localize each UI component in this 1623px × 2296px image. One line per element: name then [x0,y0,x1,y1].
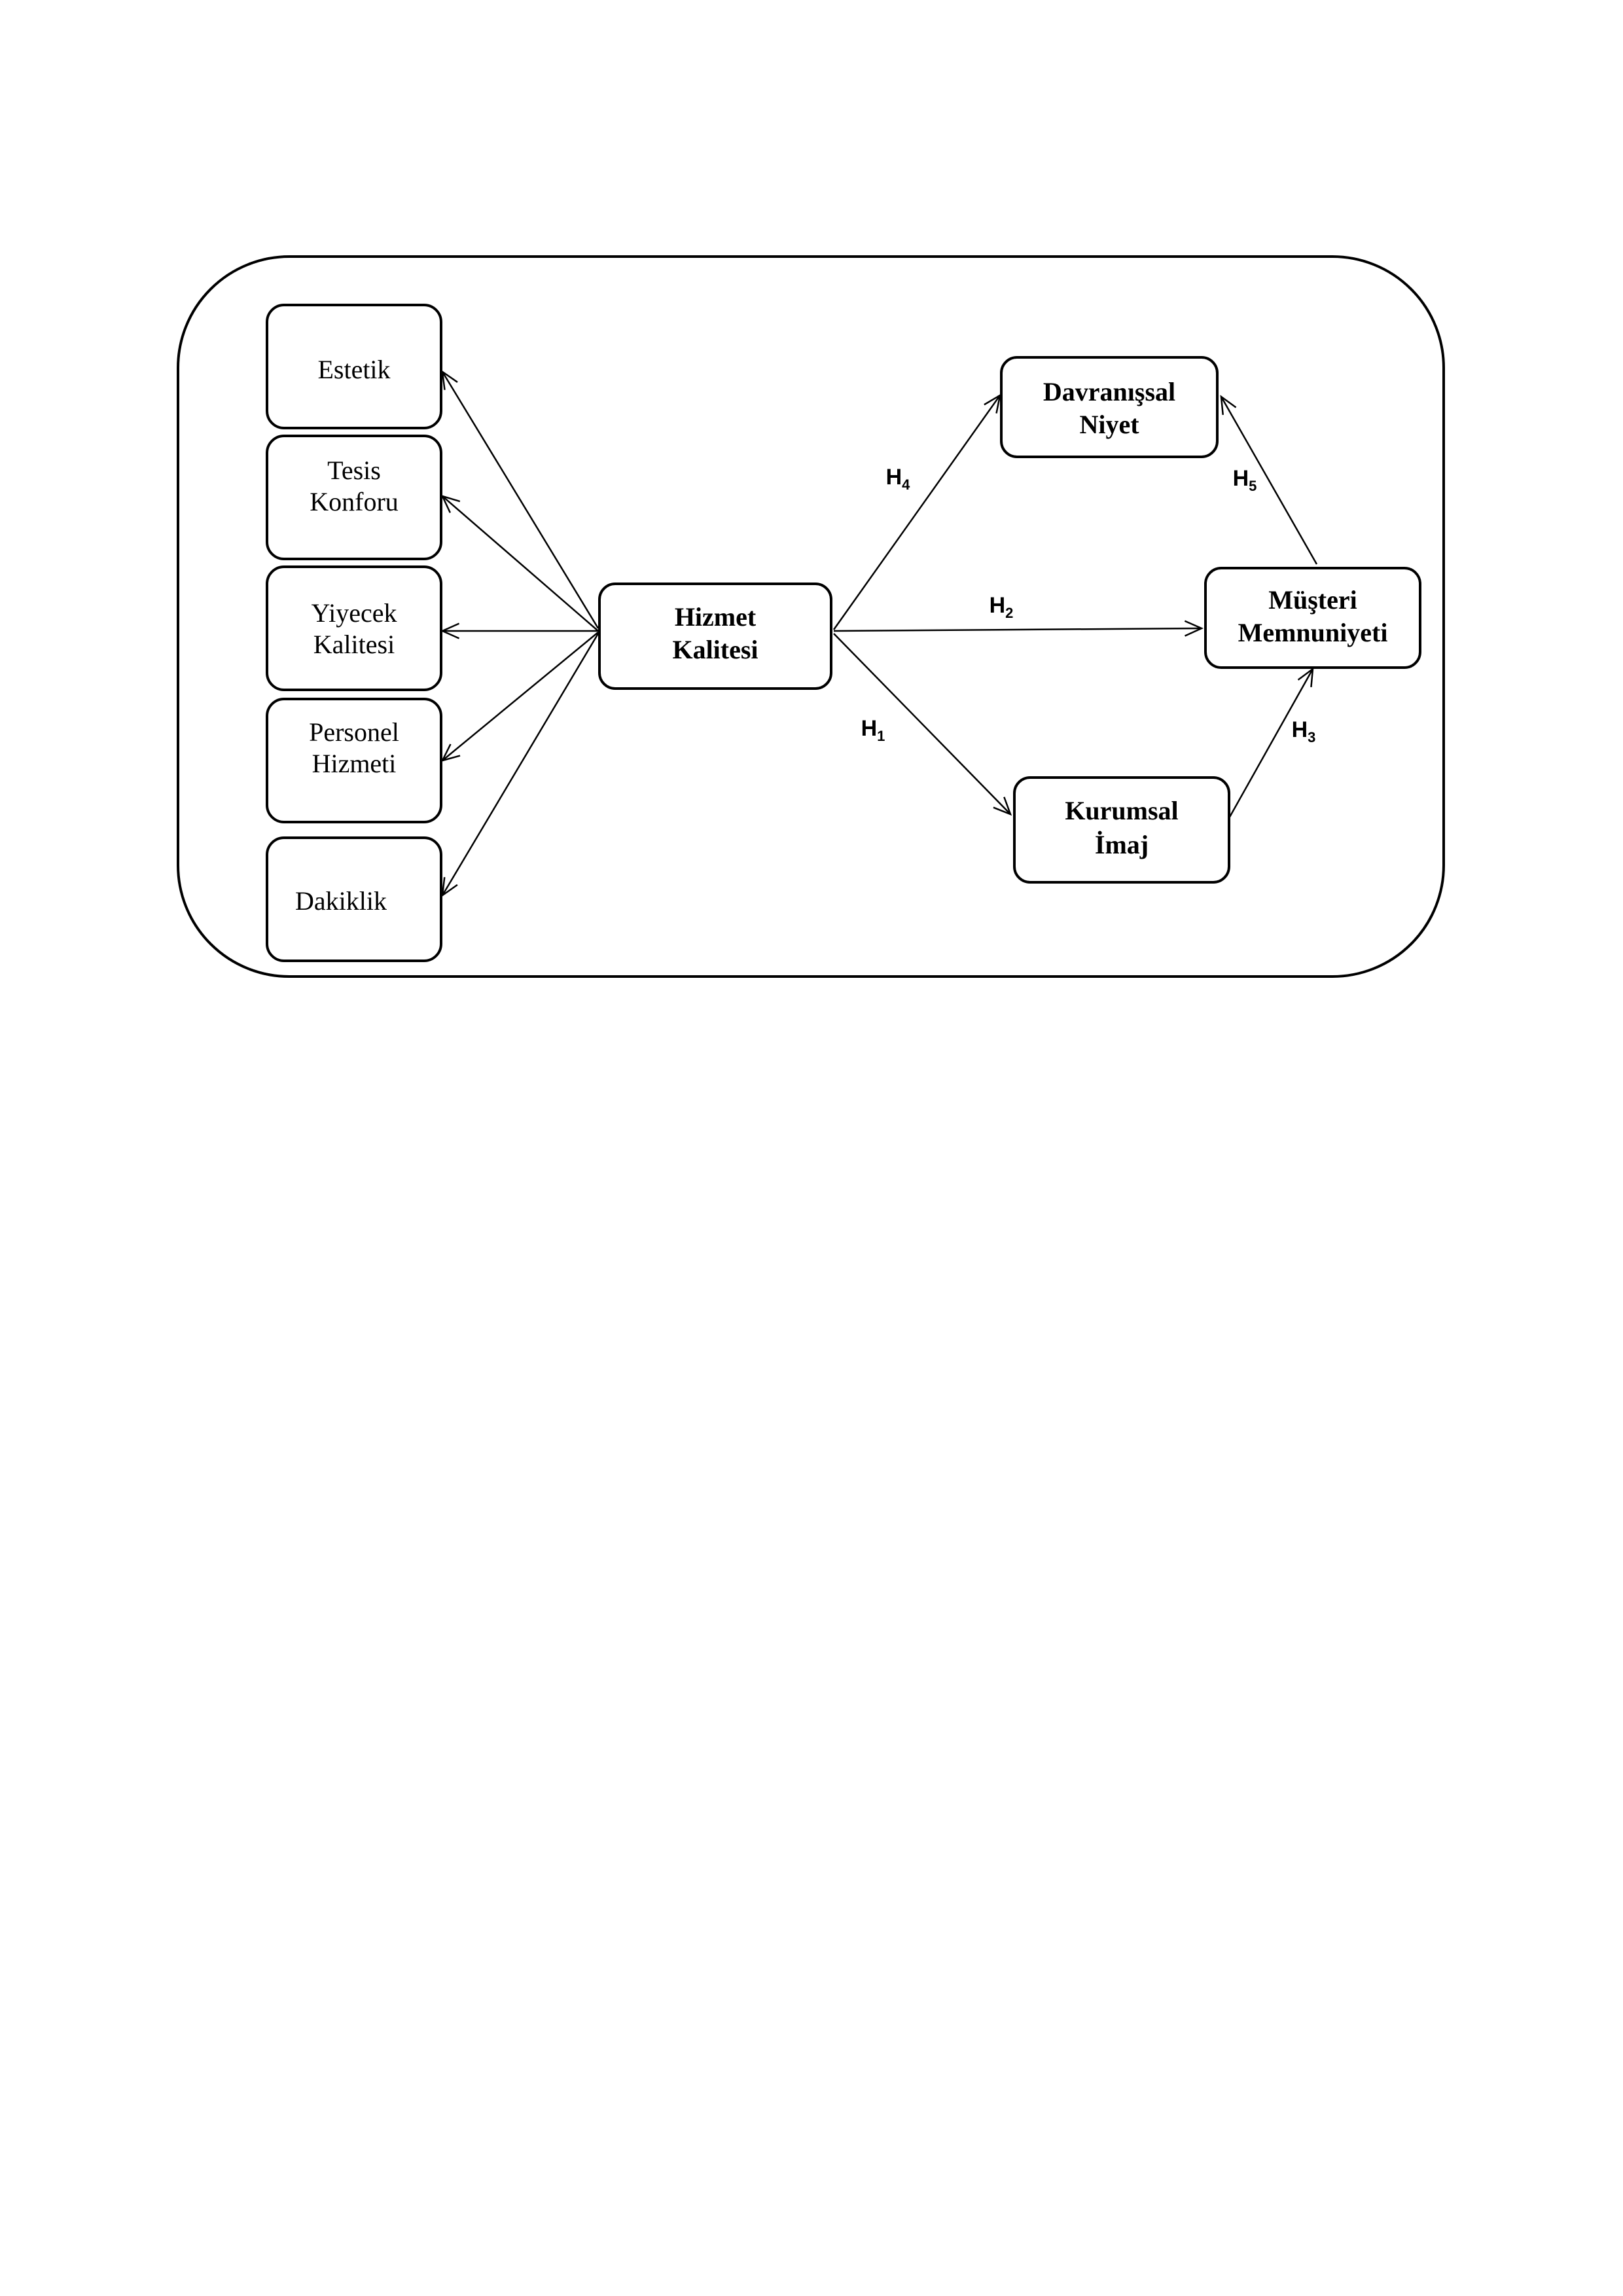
edge-h3-kurumsal-musteri [1228,668,1314,819]
edges-layer [441,371,1318,896]
edge-h1-hizmet-kurumsal [833,633,1011,815]
diagram-frame [177,255,1445,978]
edge-h1-hizmet-kurumsal-arrowhead [993,797,1012,816]
edge-hizmet-dakiklik [441,633,599,896]
node-davranissal-niyet: Davranışsal Niyet [1000,356,1219,458]
node-musteri-memnuniyeti-label-line2: Memnuniyeti [1238,618,1388,647]
node-yiyecek-kalitesi-label-line1: Yiyecek [311,598,397,628]
node-estetik: Estetik [266,304,442,429]
hypothesis-h4-label: H4 [886,465,911,493]
hypothesis-h1-label: H1 [861,716,885,744]
edge-h4-hizmet-davranissal [832,395,1001,630]
hypothesis-h3-label: H3 [1292,717,1316,745]
edge-hizmet-tesis [442,495,599,632]
node-kurumsal-imaj-label-line1: Kurumsal [1065,796,1178,825]
node-hizmet-kalitesi-label-line1: Hizmet [675,602,757,632]
node-tesis-konforu: Tesis Konforu [266,435,442,560]
node-personel-hizmeti: Personel Hizmeti [266,698,442,823]
node-musteri-memnuniyeti-label-line1: Müşteri [1268,585,1357,615]
node-kurumsal-imaj-label-line2: İmaj [1095,830,1149,859]
node-tesis-konforu-label-line2: Konforu [310,487,399,516]
node-yiyecek-kalitesi-label-line2: Kalitesi [313,630,395,659]
node-personel-hizmeti-label-line1: Personel [309,717,399,747]
node-estetik-label: Estetik [317,355,390,384]
edge-h2-hizmet-musteri [833,627,1202,632]
node-personel-hizmeti-label-line2: Hizmeti [312,749,397,778]
node-hizmet-kalitesi: Hizmet Kalitesi [598,583,832,690]
edge-hizmet-personel [442,632,599,761]
node-tesis-konforu-label-line1: Tesis [327,456,381,485]
node-dakiklik-label: Dakiklik [295,886,387,916]
node-davranissal-niyet-label-line2: Niyet [1079,410,1139,439]
node-davranissal-niyet-label-line1: Davranışsal [1043,377,1175,406]
hypothesis-h2-label: H2 [990,593,1014,621]
node-hizmet-kalitesi-label-line2: Kalitesi [672,635,758,664]
node-dakiklik: Dakiklik [266,836,442,962]
edge-h5-musteri-davranissal [1220,396,1318,565]
node-musteri-memnuniyeti: Müşteri Memnuniyeti [1204,567,1421,669]
edge-h2-hizmet-musteri-arrowhead [1184,620,1204,637]
node-yiyecek-kalitesi: Yiyecek Kalitesi [266,565,442,691]
node-kurumsal-imaj: Kurumsal İmaj [1013,776,1230,884]
hypothesis-h5-label: H5 [1233,466,1257,494]
edge-hizmet-estetik [441,371,599,629]
edge-h5-musteri-davranissal-arrowhead [1220,395,1237,415]
